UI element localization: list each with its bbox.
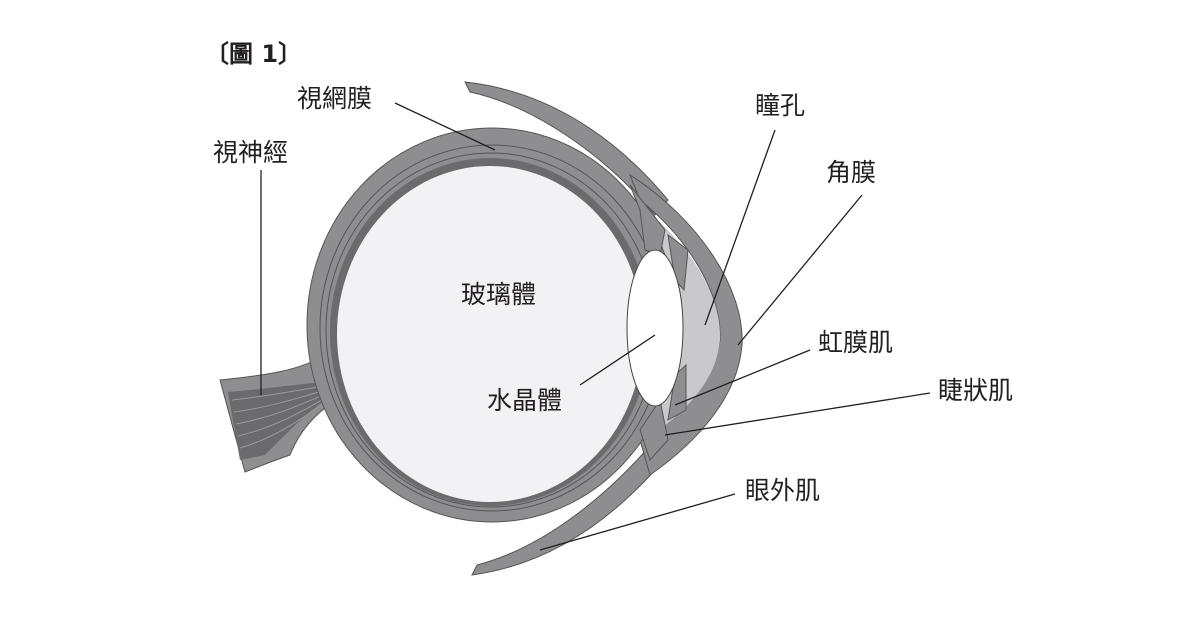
label-cornea: 角膜	[826, 158, 877, 187]
leader-cornea	[737, 194, 863, 346]
leader-lens	[579, 334, 656, 386]
leader-ciliary-muscle	[664, 392, 931, 436]
figure-label: 〔圖 1〕	[205, 40, 303, 68]
iris-bottom	[667, 363, 687, 421]
lens	[626, 249, 684, 407]
label-iris-muscle: 虹膜肌	[818, 328, 894, 357]
leader-extraocular-muscle	[539, 493, 736, 551]
label-vitreous: 玻璃體	[461, 280, 537, 309]
label-optic-nerve: 視神經	[213, 138, 289, 167]
label-retina: 視網膜	[297, 84, 373, 113]
label-ciliary-muscle: 睫狀肌	[938, 376, 1014, 405]
leader-iris-muscle	[674, 349, 811, 406]
vitreous-body	[337, 166, 643, 502]
label-pupil: 瞳孔	[755, 91, 806, 120]
ciliary-body-bottom	[639, 398, 669, 461]
leader-retina	[394, 102, 496, 151]
iris-top	[667, 233, 689, 292]
leader-pupil	[704, 129, 776, 326]
label-lens: 水晶體	[487, 386, 563, 415]
cornea	[628, 173, 743, 476]
label-extraocular-muscle: 眼外肌	[745, 476, 821, 505]
